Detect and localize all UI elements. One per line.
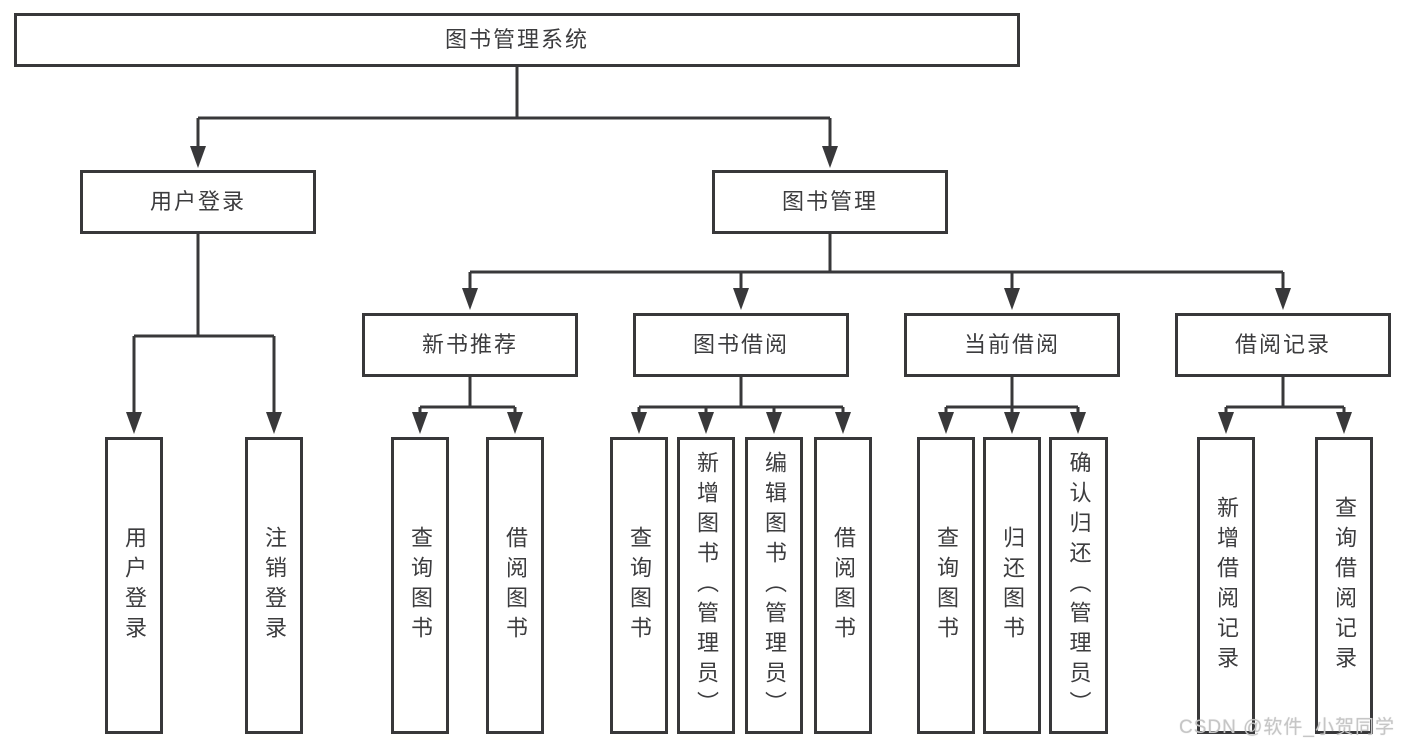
leaf-query-book-1-label: 查询图书 — [408, 525, 433, 646]
node-borrow-records: 借阅记录 — [1175, 313, 1391, 377]
leaf-borrow-book-2-label: 借阅图书 — [831, 525, 856, 646]
leaf-logout-label: 注销登录 — [262, 525, 287, 646]
connector-book-mgmt-children — [462, 233, 1291, 310]
node-book-management-label: 图书管理 — [781, 189, 878, 214]
connector-current-borrow-children — [938, 377, 1086, 434]
leaf-add-borrow-record-label: 新增借阅记录 — [1214, 495, 1239, 676]
leaf-query-book-3-label: 查询图书 — [934, 525, 959, 646]
leaf-logout: 注销登录 — [245, 437, 303, 734]
leaf-confirm-return-admin-label: 确认归还（管理员） — [1066, 450, 1092, 721]
node-book-borrow-label: 图书借阅 — [692, 332, 789, 357]
leaf-query-book-3: 查询图书 — [917, 437, 975, 734]
leaf-query-book-2-label: 查询图书 — [627, 525, 652, 646]
leaf-edit-book-admin-label: 编辑图书（管理员） — [762, 450, 787, 721]
node-current-borrow-label: 当前借阅 — [963, 332, 1060, 357]
leaf-add-borrow-record: 新增借阅记录 — [1197, 437, 1255, 734]
leaf-add-book-admin-label: 新增图书（管理员） — [694, 450, 719, 721]
leaf-user-login: 用户登录 — [105, 437, 163, 734]
connector-book-borrow-children — [631, 377, 851, 434]
leaf-add-book-admin: 新增图书（管理员） — [677, 437, 735, 734]
node-root-system: 图书管理系统 — [14, 13, 1020, 67]
leaf-borrow-book-2: 借阅图书 — [814, 437, 872, 734]
leaf-borrow-book-1-label: 借阅图书 — [503, 525, 528, 646]
connector-root-to-level2 — [190, 67, 838, 168]
node-current-borrow: 当前借阅 — [904, 313, 1120, 377]
node-root-system-label: 图书管理系统 — [444, 27, 589, 52]
leaf-return-book: 归还图书 — [983, 437, 1041, 734]
node-borrow-records-label: 借阅记录 — [1234, 332, 1331, 357]
node-book-borrow: 图书借阅 — [633, 313, 849, 377]
leaf-borrow-book-1: 借阅图书 — [486, 437, 544, 734]
node-user-login: 用户登录 — [80, 170, 316, 234]
leaf-user-login-label: 用户登录 — [122, 525, 147, 646]
leaf-confirm-return-admin: 确认归还（管理员） — [1049, 437, 1108, 734]
leaf-edit-book-admin: 编辑图书（管理员） — [745, 437, 803, 734]
node-book-management: 图书管理 — [712, 170, 948, 234]
leaf-query-borrow-record: 查询借阅记录 — [1315, 437, 1373, 734]
leaf-return-book-label: 归还图书 — [1000, 525, 1025, 646]
leaf-query-borrow-record-label: 查询借阅记录 — [1332, 495, 1357, 676]
connector-borrow-records-children — [1218, 377, 1352, 434]
connector-user-login-children — [126, 233, 282, 434]
node-user-login-label: 用户登录 — [149, 189, 246, 214]
node-new-book-recommend-label: 新书推荐 — [421, 332, 518, 357]
node-new-book-recommend: 新书推荐 — [362, 313, 578, 377]
leaf-query-book-1: 查询图书 — [391, 437, 449, 734]
leaf-query-book-2: 查询图书 — [610, 437, 668, 734]
connector-new-book-rec-children — [412, 377, 523, 434]
